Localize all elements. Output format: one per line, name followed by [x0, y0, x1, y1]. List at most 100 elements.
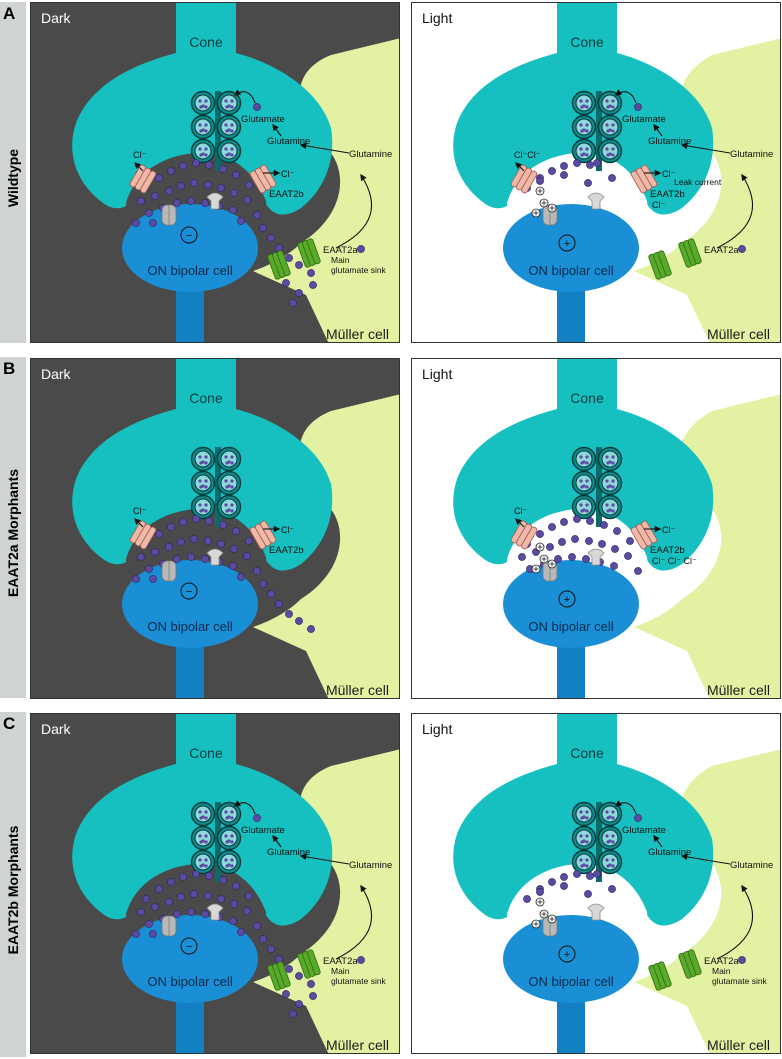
mglur6-receptor-icon	[206, 903, 224, 921]
glutamate-molecule	[259, 224, 267, 232]
muller-cell	[634, 749, 780, 1053]
glutamate-molecule	[230, 189, 238, 197]
flow-arrow	[614, 89, 637, 104]
mglur6-receptor-icon	[587, 548, 605, 566]
flow-arrow	[680, 142, 731, 154]
glutamate-molecule	[232, 882, 240, 890]
flow-arrow	[716, 173, 754, 249]
glutamate-molecule	[295, 261, 303, 269]
glutamate-molecule	[253, 567, 261, 575]
glutamate-molecule	[568, 553, 576, 561]
chloride-label-right: Cl⁻	[281, 525, 294, 535]
glutamate-molecule	[190, 890, 198, 898]
cation-icon	[539, 909, 549, 919]
glutamate-molecule	[585, 537, 593, 545]
glutamate-molecule	[232, 527, 240, 535]
membrane-potential-symbol	[180, 582, 198, 600]
glutamate-molecule	[309, 992, 317, 1000]
on-bipolar-cell	[122, 204, 258, 342]
condition-label: Light	[422, 10, 452, 26]
glutamate-molecule	[229, 917, 237, 925]
glutamate-molecule	[151, 903, 159, 911]
glutamate-molecule	[295, 289, 303, 297]
flow-arrow	[134, 518, 144, 528]
glutamate-molecule	[584, 890, 592, 898]
synaptic-vesicles	[190, 446, 242, 527]
glutamate-molecule	[204, 181, 212, 189]
flow-arrow	[680, 853, 731, 865]
on-bipolar-cell	[122, 560, 258, 698]
cone-label: Cone	[570, 34, 604, 50]
glutamate-molecule	[237, 217, 245, 225]
muller-cell-label: Müller cell	[326, 682, 389, 698]
bipolar-cell-label: ON bipolar cell	[528, 263, 613, 278]
glutamate-molecule	[229, 206, 237, 214]
mglur6-receptor-icon	[206, 192, 224, 210]
glutamate-molecule	[608, 174, 616, 182]
glutamate-molecule	[560, 162, 568, 170]
eaat2b-label: EAAT2b	[650, 545, 685, 556]
glutamate-molecule	[558, 538, 566, 546]
glutamate-molecule	[573, 870, 581, 878]
membrane-potential-sign: −	[186, 941, 192, 953]
glutamate-molecule	[536, 530, 544, 538]
mglur6-receptor-icon	[206, 548, 224, 566]
glutamate-molecule	[253, 211, 261, 219]
cone-label: Cone	[189, 34, 223, 50]
glutamate-molecule	[132, 930, 140, 938]
glutamate-molecule	[626, 537, 634, 545]
flow-arrow	[272, 834, 282, 848]
glutamate-receptor-icon	[161, 915, 177, 937]
glutamate-molecule	[243, 196, 251, 204]
synaptic-vesicles	[190, 90, 242, 171]
glutamine-inner-label: Glutamine	[648, 847, 691, 858]
cation-icon	[531, 208, 541, 218]
muller-cell-label: Müller cell	[326, 326, 389, 342]
glutamate-molecule	[167, 167, 175, 175]
glutamate-molecule	[187, 553, 195, 561]
glutamate-molecule	[142, 895, 150, 903]
glutamate-molecule	[309, 281, 317, 289]
membrane-potential-symbol	[180, 937, 198, 955]
glutamate-label: Glutamate	[622, 114, 666, 125]
glutamate-molecule	[586, 872, 594, 880]
glutamine-inner-label: Glutamine	[267, 136, 310, 147]
flow-arrow	[515, 162, 525, 172]
glutamine-outer-label: Glutamine	[349, 149, 392, 160]
membrane-potential-sign: −	[186, 230, 192, 242]
glutamate-molecule	[598, 540, 606, 548]
glutamate-molecule	[230, 900, 238, 908]
glutamate-molecule	[145, 565, 153, 573]
glutamate-molecule	[177, 182, 185, 190]
eaat2a-transporter-icon	[297, 238, 321, 268]
glutamate-molecule	[548, 878, 556, 886]
cation-icon	[531, 919, 541, 929]
glutamate-molecule	[285, 254, 293, 262]
glutamate-molecule	[295, 617, 303, 625]
chloride-label-left: Cl⁻	[133, 150, 146, 160]
glutamate-molecule	[173, 910, 181, 918]
glutamate-molecule	[201, 199, 209, 207]
on-bipolar-cell	[503, 915, 639, 1053]
glutamate-molecule	[237, 928, 245, 936]
on-bipolar-cell	[503, 204, 639, 342]
glutamate-molecule	[582, 555, 590, 563]
eaat2b-transporter-icon	[510, 520, 538, 550]
glutamate-molecule	[201, 555, 209, 563]
glutamate-molecule	[237, 573, 245, 581]
glutamate-receptor-icon	[161, 560, 177, 582]
glutamate-molecule	[610, 562, 618, 570]
muller-cell	[634, 394, 780, 698]
glutamate-molecule	[177, 893, 185, 901]
row-label-text: EAAT2a Morphants	[5, 468, 21, 598]
glutamate-molecule	[243, 552, 251, 560]
bipolar-cell-label: ON bipolar cell	[147, 263, 232, 278]
glutamate-molecule	[613, 527, 621, 535]
glutamate-molecule	[165, 898, 173, 906]
glutamate-molecule	[190, 179, 198, 187]
glutamate-molecule	[282, 279, 290, 287]
